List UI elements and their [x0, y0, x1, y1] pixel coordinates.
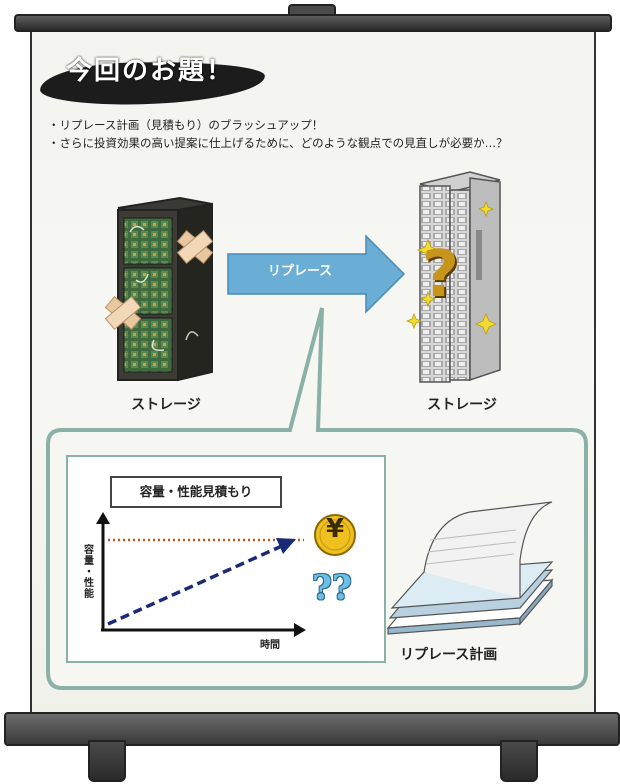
bandage-icon	[104, 230, 214, 330]
growth-arrowhead	[276, 538, 296, 554]
replace-arrow	[227, 234, 406, 314]
page-title: 今回のお題！	[66, 56, 235, 86]
bullet-item: ・リプレース計画（見積もり）のブラッシュアップ！	[48, 118, 324, 132]
replacement-plan-label: リプレース計画	[400, 647, 498, 663]
yen-coin-icon	[314, 514, 356, 556]
chart-y-label-char: 容	[84, 545, 94, 556]
document-stack-icon	[386, 501, 554, 635]
chart-y-label: 容量・性能	[82, 545, 96, 600]
question-mark-gold: ?	[422, 238, 460, 312]
chart-y-label-char: 性	[84, 578, 94, 589]
old-storage-label: ストレージ	[131, 397, 201, 413]
chart-x-label: 時間	[260, 640, 280, 651]
chart-y-label-char: ・	[84, 567, 94, 578]
chart-title: 容量・性能見積もり	[110, 476, 282, 508]
chart-y-axis-arrowhead	[96, 512, 110, 524]
sparkle-icon	[405, 200, 498, 336]
stand-top-bar	[14, 14, 612, 32]
new-storage-rack-icon	[419, 171, 501, 383]
growth-dashed-arrow	[107, 543, 285, 626]
question-marks-blue: ??	[312, 568, 352, 608]
chart-y-label-char: 能	[84, 589, 94, 600]
replace-arrow-label: リプレース	[267, 264, 333, 279]
new-storage-label: ストレージ	[427, 397, 497, 413]
bullet-list: ・リプレース計画（見積もり）のブラッシュアップ！ ・さらに投資効果の高い提案に仕…	[48, 116, 508, 152]
yen-symbol: ¥	[325, 514, 345, 544]
stand-foot-left	[88, 740, 126, 782]
chart-y-label-char: 量	[84, 556, 94, 567]
chart-x-axis-arrowhead	[294, 623, 306, 637]
stand-foot-right	[500, 740, 538, 782]
bullet-item: ・さらに投資効果の高い提案に仕上げるために、どのような観点での見直しが必要か…？	[48, 136, 508, 150]
yen-coin-rim	[319, 519, 351, 551]
